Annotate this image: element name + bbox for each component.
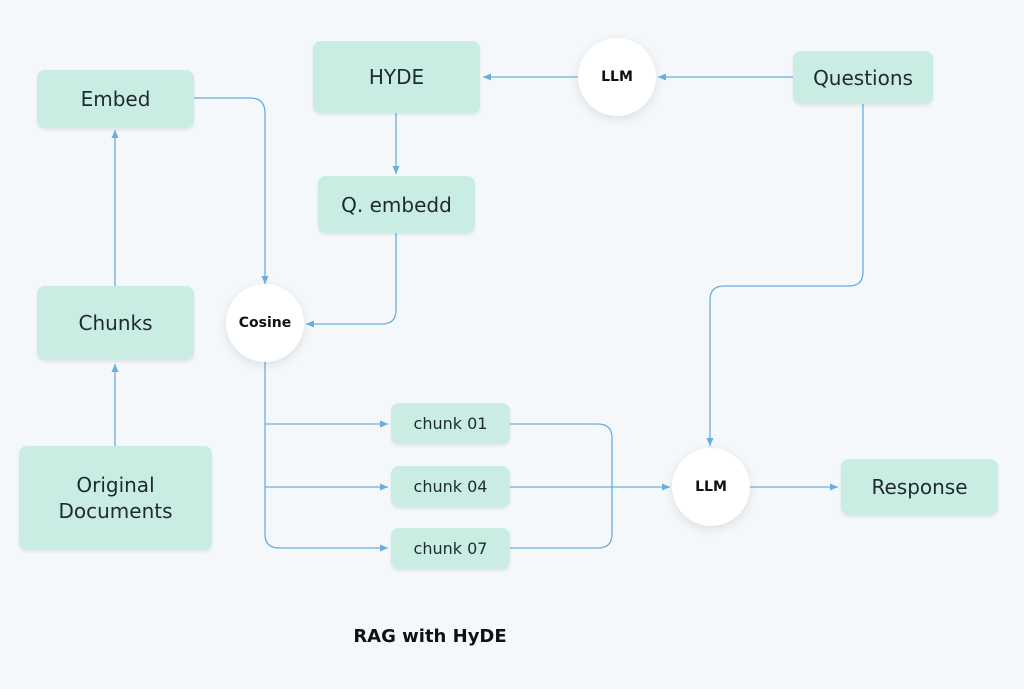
edge-embed-to-cosine: [194, 97, 269, 284]
node-hyde: HYDE: [313, 41, 480, 113]
edge-questions-to-llm-bottom: [706, 104, 864, 446]
edge-qembedd-to-cosine: [306, 233, 397, 328]
node-original-documents: Original Documents: [19, 446, 212, 550]
node-chunk-01: chunk 01: [391, 403, 510, 444]
node-chunks: Chunks: [37, 286, 194, 360]
node-q-embedd: Q. embedd: [318, 176, 475, 233]
node-cosine: Cosine: [226, 284, 304, 362]
node-chunk-04: chunk 04: [391, 466, 510, 507]
edge-cosine-trunk: [264, 362, 388, 552]
node-questions: Questions: [793, 51, 933, 104]
diagram-title: RAG with HyDE: [353, 626, 507, 647]
node-response: Response: [841, 459, 998, 515]
node-chunk-07: chunk 07: [391, 528, 510, 569]
edge-chunk01-merge: [510, 423, 613, 549]
node-embed: Embed: [37, 70, 194, 128]
node-llm-bottom: LLM: [672, 448, 750, 526]
node-llm-top: LLM: [578, 38, 656, 116]
